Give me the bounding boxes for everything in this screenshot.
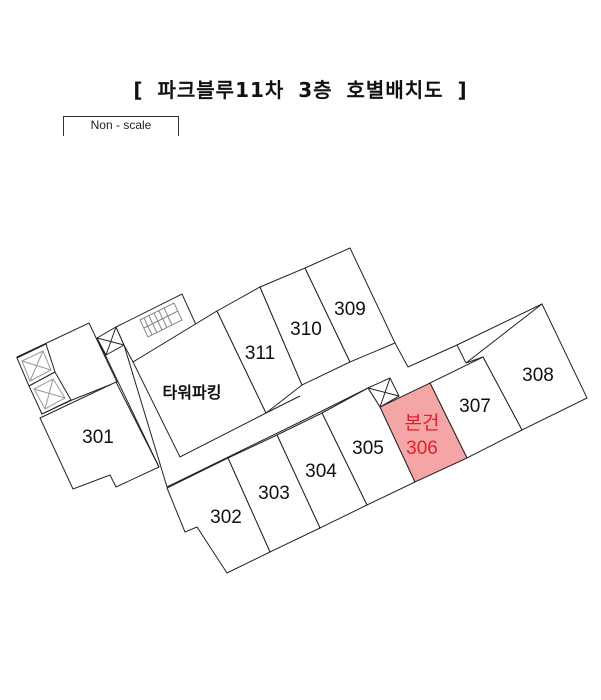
page-title: [ 파크블루11차 3층 호별배치도 ] <box>133 78 468 102</box>
unit-label-302: 302 <box>210 507 242 528</box>
unit-label-310: 310 <box>290 319 322 340</box>
unit-label-308: 308 <box>522 365 554 386</box>
unit-302[interactable] <box>166 457 271 574</box>
unit-label-301: 301 <box>82 427 114 448</box>
scale-note: Non - scale <box>63 116 179 136</box>
highlight-tag: 본건 <box>405 412 440 434</box>
unit-label-306: 306 <box>406 438 438 459</box>
stair-icon <box>139 302 183 338</box>
elevator-marks <box>21 350 66 410</box>
unit-306-highlight[interactable] <box>379 382 468 483</box>
unit-label-309: 309 <box>334 299 366 320</box>
unit-label-311: 311 <box>245 343 275 364</box>
parking-label: 타워파킹 <box>163 383 222 402</box>
unit-301[interactable] <box>39 381 160 490</box>
elevator-icon <box>28 371 72 415</box>
unit-label-307: 307 <box>459 396 491 417</box>
unit-label-303: 303 <box>258 483 290 504</box>
unit-label-304: 304 <box>305 461 337 482</box>
unit-label-305: 305 <box>352 438 384 459</box>
